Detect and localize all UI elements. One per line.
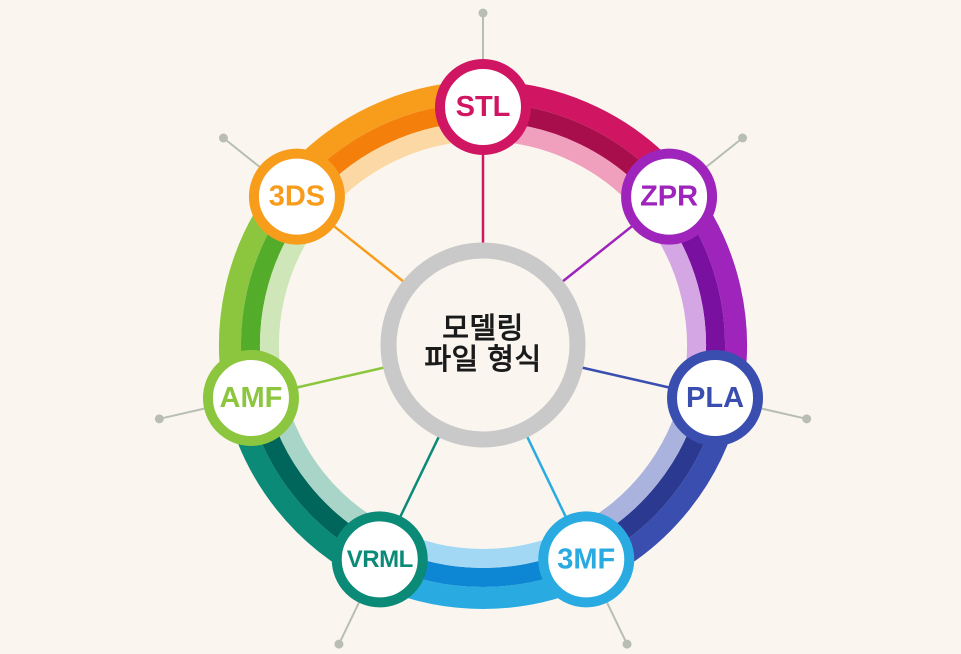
outer-tick-amf — [162, 407, 205, 420]
node-circle-3ds — [248, 148, 345, 245]
node-circle-amf — [202, 349, 299, 446]
node-circle-3mf — [538, 511, 635, 608]
node-label-3mf: 3MF — [557, 543, 615, 575]
node-label-vrml: VRML — [347, 546, 413, 573]
tick-dot-amf — [154, 414, 164, 424]
outer-tick-3ds — [225, 139, 261, 168]
node-label-pla: PLA — [686, 382, 744, 414]
center-title: 모델링 파일 형식 — [424, 314, 541, 376]
tick-dot-pla — [802, 414, 812, 424]
outer-tick-vrml — [339, 602, 360, 642]
spoke-3ds — [328, 221, 406, 284]
spoke-zpr — [560, 221, 638, 284]
node-label-zpr: ZPR — [640, 181, 698, 213]
spoke-pla — [580, 366, 675, 390]
tick-dot-zpr — [738, 133, 748, 143]
outer-tick-pla — [761, 407, 804, 420]
center-title-line2: 파일 형식 — [424, 344, 542, 376]
node-circle-pla — [667, 349, 764, 446]
center-title-line1: 모델링 — [442, 313, 524, 345]
outer-tick-zpr — [705, 139, 741, 168]
spoke-3mf — [525, 434, 570, 523]
spoke-amf — [291, 366, 386, 390]
spoke-vrml — [396, 434, 441, 523]
outer-tick-3mf — [606, 602, 627, 642]
node-label-stl: STL — [456, 91, 511, 123]
node-label-3ds: 3DS — [269, 181, 325, 213]
tick-dot-3mf — [622, 639, 632, 649]
node-circle-zpr — [621, 148, 718, 245]
node-label-amf: AMF — [220, 382, 283, 414]
tick-dot-3ds — [218, 133, 228, 143]
tick-dot-vrml — [334, 639, 344, 649]
node-circle-stl — [435, 59, 531, 155]
center-ring — [380, 242, 586, 448]
tick-dot-stl — [478, 8, 488, 18]
node-circle-vrml — [331, 511, 428, 608]
